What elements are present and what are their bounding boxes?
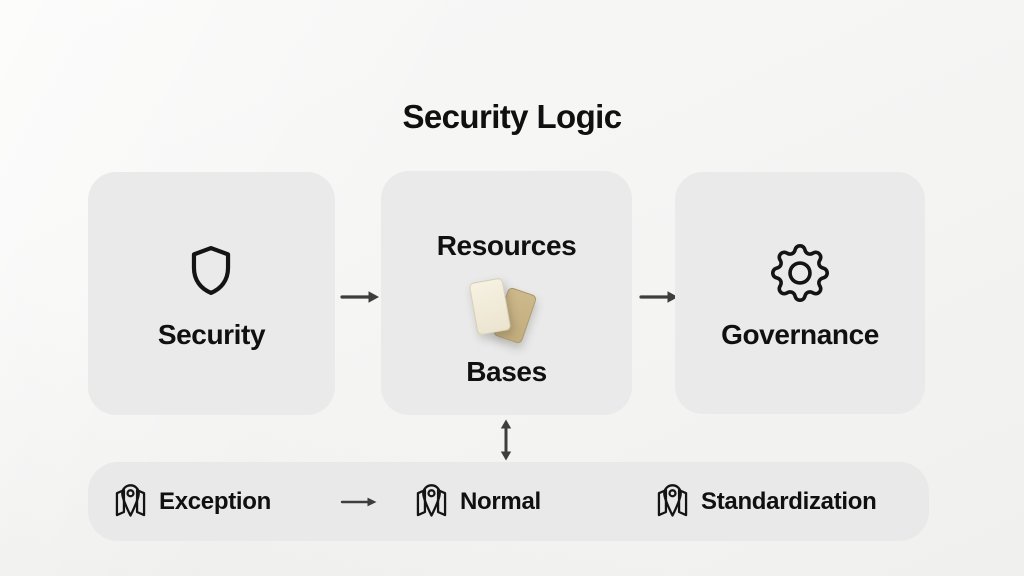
flow-box-security: Security — [88, 172, 335, 415]
flow-box-governance: Governance — [675, 172, 925, 414]
bar-item-normal: Normal — [414, 462, 541, 541]
arrow-security-to-resources — [340, 288, 380, 306]
bar-item-label: Standardization — [701, 487, 877, 515]
flow-box-label-security: Security — [157, 319, 266, 350]
arrow-bases-bottom-bidirectional — [497, 418, 515, 462]
flow-box-label-bases: Bases — [466, 356, 547, 387]
map-pin-icon — [414, 483, 449, 520]
flow-box-label-resources: Resources — [436, 230, 577, 261]
map-pin-icon — [113, 483, 148, 520]
flow-box-resources-bases: Resources Bases — [381, 171, 632, 415]
bar-item-exception: Exception — [113, 462, 271, 541]
arrow-resources-to-governance — [639, 288, 679, 306]
bar-item-label: Normal — [460, 487, 541, 515]
map-pin-icon — [655, 483, 690, 520]
shield-icon — [183, 242, 239, 298]
gear-icon — [771, 244, 829, 302]
paper-card-cream — [468, 277, 512, 336]
bar-item-label: Exception — [159, 487, 271, 515]
bar-item-standardization: Standardization — [655, 462, 877, 541]
bottom-bar: Exception Normal — [88, 462, 929, 541]
arrow-exception-to-normal — [340, 495, 378, 509]
flow-box-label-governance: Governance — [721, 319, 879, 350]
page-title: Security Logic — [402, 98, 623, 135]
